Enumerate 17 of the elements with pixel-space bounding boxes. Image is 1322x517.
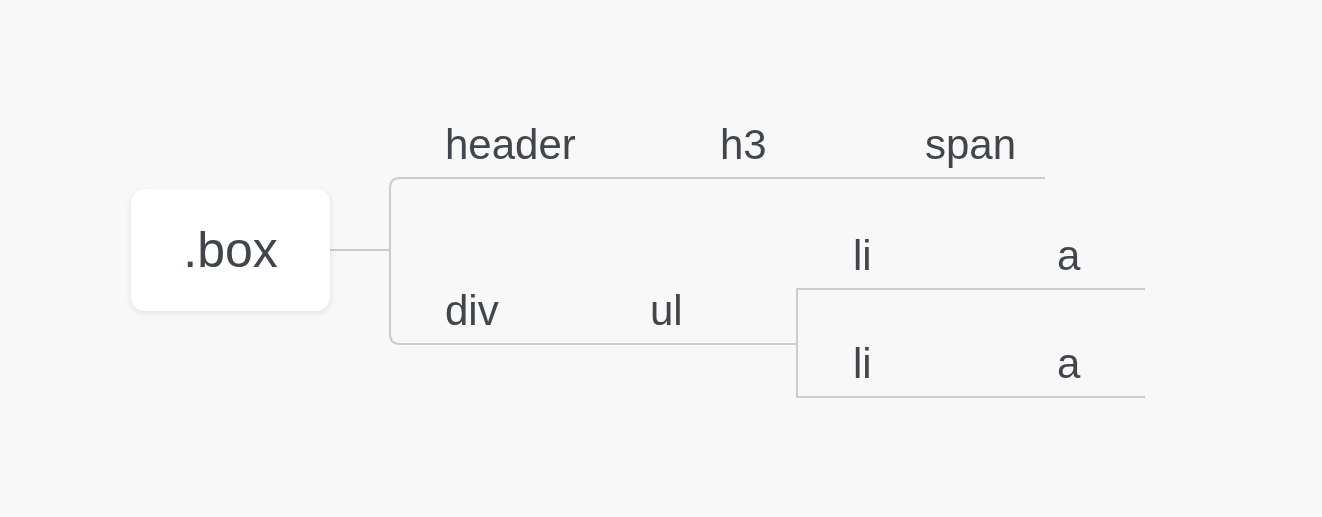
topic-label: h3 [700, 121, 790, 179]
topic-label: header [425, 121, 610, 179]
connector-line [892, 396, 1038, 398]
connector-line [709, 343, 834, 398]
topic-label: li [833, 340, 893, 398]
topic-label: a [1037, 232, 1145, 290]
topic-label: span [905, 121, 1045, 179]
connector-line [609, 177, 701, 179]
connector-line [524, 343, 631, 345]
topic-label: li [833, 232, 893, 290]
topic-label: a [1037, 340, 1145, 398]
connector-line [892, 288, 1038, 290]
connector-line [329, 249, 426, 345]
topic-label: ul [630, 287, 710, 345]
topic-label: div [425, 287, 525, 345]
connector-line [789, 177, 906, 179]
root-topic-card: .box [131, 189, 330, 311]
